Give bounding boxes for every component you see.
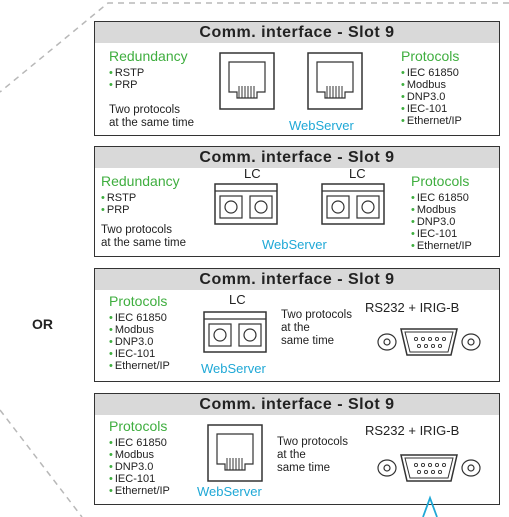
protocols-list: •IEC 61850 •Modbus •DNP3.0 •IEC-101 •Eth… — [411, 192, 472, 252]
list-item: •DNP3.0 — [401, 91, 446, 103]
list-item: •RSTP — [109, 67, 145, 79]
panel-4: Comm. interface - Slot 9 Protocols •IEC … — [94, 393, 500, 505]
panel-title: Comm. interface - Slot 9 — [95, 269, 499, 290]
list-item: •IEC-101 — [109, 473, 156, 485]
list-item: •Ethernet/IP — [411, 240, 472, 252]
list-item: •IEC 61850 — [401, 67, 459, 79]
list-item: •IEC-101 — [411, 228, 458, 240]
rj45-port-icon — [219, 52, 275, 110]
list-item: •Modbus — [411, 204, 456, 216]
lc-label: LC — [244, 166, 261, 181]
list-item: •DNP3.0 — [109, 461, 154, 473]
list-item: •Ethernet/IP — [109, 360, 170, 372]
lc-fiber-port-icon — [203, 311, 267, 353]
protocols-list: •IEC 61850 •Modbus •DNP3.0 •IEC-101 •Eth… — [109, 437, 170, 497]
list-item: •IEC 61850 — [109, 437, 167, 449]
panel-3: Comm. interface - Slot 9 Protocols •IEC … — [94, 268, 500, 382]
webserver-label: WebServer — [262, 237, 327, 252]
redundancy-list: •RSTP •PRP — [101, 192, 136, 216]
webserver-label: WebServer — [289, 118, 354, 133]
list-item: •DNP3.0 — [109, 336, 154, 348]
protocols-list: •IEC 61850 •Modbus •DNP3.0 •IEC-101 •Eth… — [401, 67, 462, 127]
webserver-label: WebServer — [197, 484, 262, 499]
arrow-up-icon — [422, 495, 438, 517]
panel-title: Comm. interface - Slot 9 — [95, 147, 499, 168]
panel-title: Comm. interface - Slot 9 — [95, 394, 499, 415]
list-item: •RSTP — [101, 192, 137, 204]
protocols-heading: Protocols — [109, 293, 168, 309]
list-item: •Modbus — [109, 449, 154, 461]
or-label: OR — [32, 316, 53, 332]
protocols-heading: Protocols — [401, 48, 460, 64]
list-item: •PRP — [101, 204, 130, 216]
webserver-label: WebServer — [201, 361, 266, 376]
list-item: •DNP3.0 — [411, 216, 456, 228]
lc-label: LC — [349, 166, 366, 181]
lc-fiber-port-icon — [214, 183, 278, 225]
db9-serial-port-icon — [377, 328, 481, 356]
list-item: •IEC-101 — [109, 348, 156, 360]
lc-fiber-port-icon — [321, 183, 385, 225]
list-item: •IEC 61850 — [109, 312, 167, 324]
rj45-port-icon — [307, 52, 363, 110]
protocols-list: •IEC 61850 •Modbus •DNP3.0 •IEC-101 •Eth… — [109, 312, 170, 372]
redundancy-heading: Redundancy — [109, 48, 188, 64]
serial-label: RS232 + IRIG-B — [365, 300, 460, 315]
list-item: •Modbus — [109, 324, 154, 336]
redundancy-heading: Redundancy — [101, 173, 180, 189]
panel-title: Comm. interface - Slot 9 — [95, 22, 499, 43]
panel-1: Comm. interface - Slot 9 Redundancy •RST… — [94, 21, 500, 136]
list-item: •PRP — [109, 79, 138, 91]
db9-serial-port-icon — [377, 454, 481, 482]
list-item: •IEC-101 — [401, 103, 448, 115]
panel-2: Comm. interface - Slot 9 Redundancy •RST… — [94, 146, 500, 257]
protocols-heading: Protocols — [411, 173, 470, 189]
redundancy-list: •RSTP •PRP — [109, 67, 144, 91]
list-item: •Ethernet/IP — [109, 485, 170, 497]
lc-label: LC — [229, 292, 246, 307]
list-item: •IEC 61850 — [411, 192, 469, 204]
serial-label: RS232 + IRIG-B — [365, 423, 460, 438]
protocols-heading: Protocols — [109, 418, 168, 434]
list-item: •Ethernet/IP — [401, 115, 462, 127]
list-item: •Modbus — [401, 79, 446, 91]
rj45-port-icon — [207, 424, 263, 482]
